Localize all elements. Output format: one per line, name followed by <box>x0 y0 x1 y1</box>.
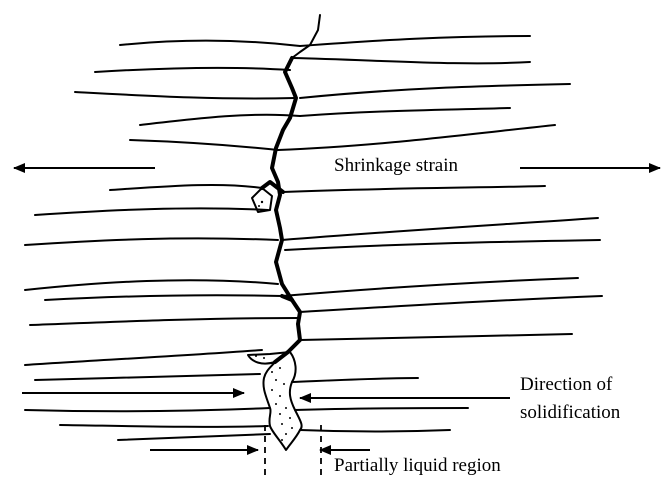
grain-boundary <box>278 125 555 150</box>
grain-boundary <box>300 84 570 98</box>
grain-boundary <box>300 108 510 116</box>
grain-boundary <box>300 430 450 432</box>
grain-boundary <box>130 140 278 150</box>
grain-boundary <box>25 280 278 290</box>
grain-boundary <box>45 295 282 300</box>
grain-boundary <box>282 278 578 296</box>
liquid-pocket <box>252 188 272 212</box>
grain-boundary-film <box>272 58 300 362</box>
grain-boundary <box>30 318 298 325</box>
grain-boundary <box>75 92 295 99</box>
partially-liquid-region-label: Partially liquid region <box>334 455 501 477</box>
grain-boundary <box>110 185 262 190</box>
grain-boundary <box>60 425 268 427</box>
grain-boundary <box>282 218 598 240</box>
grain-boundary <box>25 408 270 411</box>
grain-boundary <box>292 378 418 382</box>
grain-boundary <box>140 115 300 125</box>
direction-of-solidification-label-line2: solidification <box>520 402 620 424</box>
grain-boundary <box>25 350 262 365</box>
stipple-dots <box>255 355 293 441</box>
shrinkage-strain-label: Shrinkage strain <box>334 155 458 177</box>
grain-boundary <box>95 68 290 72</box>
grain-boundary <box>285 240 600 250</box>
top-crack <box>292 15 320 58</box>
grain-boundary <box>25 238 278 245</box>
grain-boundary <box>283 186 545 192</box>
grain-boundary <box>300 36 530 46</box>
grain-boundary <box>300 334 572 340</box>
grain-boundary <box>35 374 260 380</box>
grain-boundary <box>295 408 468 410</box>
direction-of-solidification-label-line1: Direction of <box>520 374 612 396</box>
grain-boundary <box>35 208 268 215</box>
grain-boundary <box>292 58 530 63</box>
grain-boundary <box>118 434 270 440</box>
grain-boundary <box>300 296 602 312</box>
grain-boundary <box>120 41 300 46</box>
